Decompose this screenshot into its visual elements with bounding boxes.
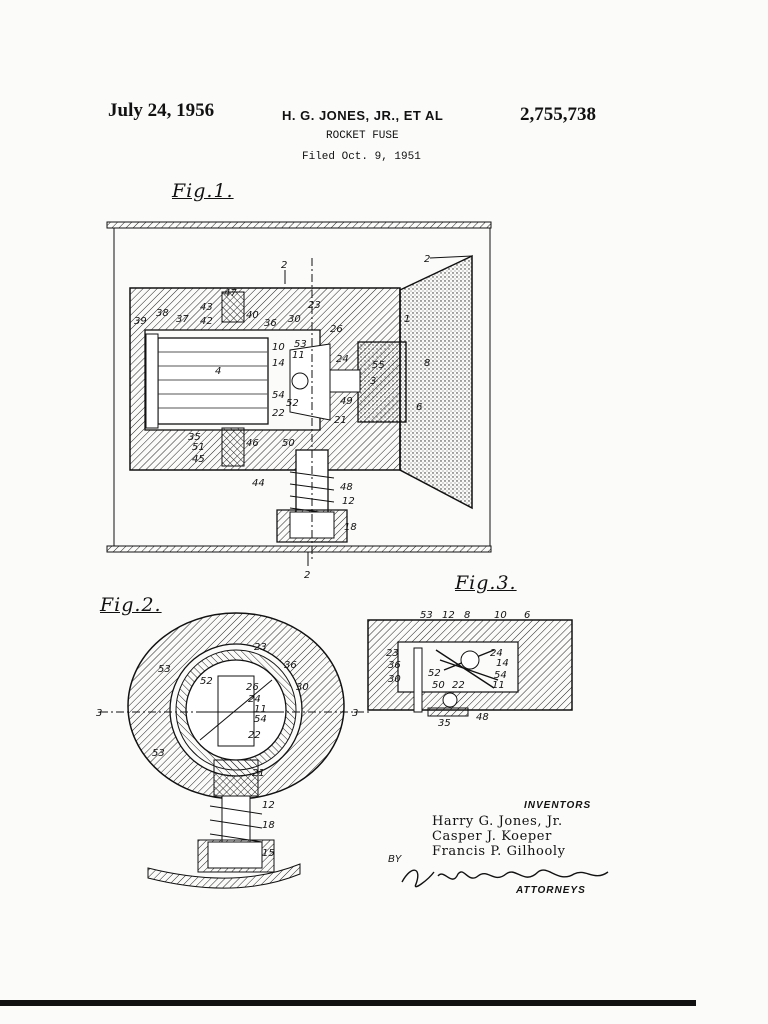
reference-numeral: 37: [176, 314, 189, 325]
fig2-drawing: [100, 612, 372, 889]
reference-numeral: 26: [246, 682, 259, 693]
attorney-signature: [401, 869, 609, 888]
reference-numeral: 18: [262, 820, 275, 831]
reference-numeral: 54: [494, 670, 507, 681]
reference-numeral: 1: [404, 314, 410, 325]
by-label: BY: [388, 854, 402, 865]
section-marker: 3: [352, 708, 358, 719]
reference-numeral: 46: [246, 438, 259, 449]
reference-numeral: 11: [254, 704, 267, 715]
reference-numeral: 14: [496, 658, 509, 669]
inventors-header: INVENTORS: [524, 800, 592, 811]
reference-numeral: 55: [372, 360, 385, 371]
reference-numeral: 36: [264, 318, 277, 329]
reference-numeral: 6: [524, 610, 530, 621]
reference-numeral: 21: [252, 768, 265, 779]
fig1-drawing: [106, 221, 492, 566]
reference-numeral: 24: [490, 648, 503, 659]
reference-numeral: 49: [340, 396, 353, 407]
reference-numeral: 51: [192, 442, 205, 453]
reference-numeral: 6: [416, 402, 422, 413]
reference-numeral: 54: [254, 714, 267, 725]
reference-numeral: 8: [424, 358, 430, 369]
fig3-label: Fig.3.: [455, 572, 517, 594]
reference-numeral: 26: [330, 324, 343, 335]
reference-numeral: 12: [262, 800, 275, 811]
reference-numeral: 53: [420, 610, 433, 621]
reference-numeral: 24: [336, 354, 349, 365]
reference-numeral: 36: [388, 660, 401, 671]
fig2-label: Fig.2.: [100, 594, 162, 616]
patent-subject: ROCKET FUSE: [326, 130, 399, 142]
reference-numeral: 53: [158, 664, 171, 675]
reference-numeral: 48: [476, 712, 489, 723]
reference-numeral: 52: [286, 398, 299, 409]
reference-numeral: 23: [308, 300, 321, 311]
reference-numeral: 52: [200, 676, 213, 687]
reference-numeral: 35: [438, 718, 451, 729]
reference-numeral: 22: [248, 730, 261, 741]
reference-numeral: 2: [424, 254, 430, 265]
reference-numeral: 23: [254, 642, 267, 653]
reference-numeral: 53: [294, 339, 307, 350]
inventor-line: H. G. JONES, JR., ET AL: [282, 108, 444, 123]
reference-numeral: 30: [296, 682, 309, 693]
reference-numeral: 11: [292, 350, 305, 361]
reference-numeral: 30: [388, 674, 401, 685]
reference-numeral: 45: [192, 454, 205, 465]
section-marker: 2: [281, 260, 287, 271]
reference-numeral: 23: [386, 648, 399, 659]
inventor-name: Francis P. Gilhooly: [432, 844, 566, 859]
filed-date: Filed Oct. 9, 1951: [302, 151, 421, 163]
inventor-name: Harry G. Jones, Jr.: [432, 814, 563, 829]
reference-numeral: 10: [494, 610, 507, 621]
reference-numeral: 30: [288, 314, 301, 325]
reference-numeral: 52: [428, 668, 441, 679]
bottom-border: [0, 1000, 696, 1006]
reference-numeral: 40: [246, 310, 259, 321]
reference-numeral: 24: [248, 694, 261, 705]
reference-numeral: 44: [252, 478, 265, 489]
reference-numeral: 42: [200, 316, 213, 327]
section-marker: 2: [304, 570, 310, 581]
reference-numeral: 8: [464, 610, 470, 621]
reference-numeral: 22: [452, 680, 465, 691]
reference-numeral: 50: [282, 438, 295, 449]
reference-numeral: 12: [442, 610, 455, 621]
reference-numeral: 50: [432, 680, 445, 691]
reference-numeral: 48: [340, 482, 353, 493]
reference-numeral: 22: [272, 408, 285, 419]
fig3-drawing: [367, 619, 573, 717]
reference-numeral: 12: [342, 496, 355, 507]
reference-numeral: 11: [492, 680, 505, 691]
reference-numeral: 39: [134, 316, 147, 327]
reference-numeral: 53: [152, 748, 165, 759]
section-marker: 3: [96, 708, 102, 719]
reference-numeral: 15: [262, 848, 275, 859]
inventor-name: Casper J. Koeper: [432, 829, 552, 844]
patent-date: July 24, 1956: [108, 100, 215, 121]
reference-numeral: 21: [334, 415, 347, 426]
reference-numeral: 54: [272, 390, 285, 401]
reference-numeral: 4: [215, 366, 221, 377]
reference-numeral: 35: [188, 432, 201, 443]
reference-numeral: 18: [344, 522, 357, 533]
reference-numeral: 47: [224, 288, 237, 299]
fig1-label: Fig.1.: [172, 180, 234, 202]
reference-numeral: 10: [272, 342, 285, 353]
reference-numeral: 43: [200, 302, 213, 313]
reference-numeral: 3: [370, 376, 376, 387]
patent-number: 2,755,738: [520, 104, 596, 125]
reference-numeral: 38: [156, 308, 169, 319]
reference-numeral: 36: [284, 660, 297, 671]
attorneys-header: ATTORNEYS: [516, 885, 586, 896]
reference-numeral: 14: [272, 358, 285, 369]
